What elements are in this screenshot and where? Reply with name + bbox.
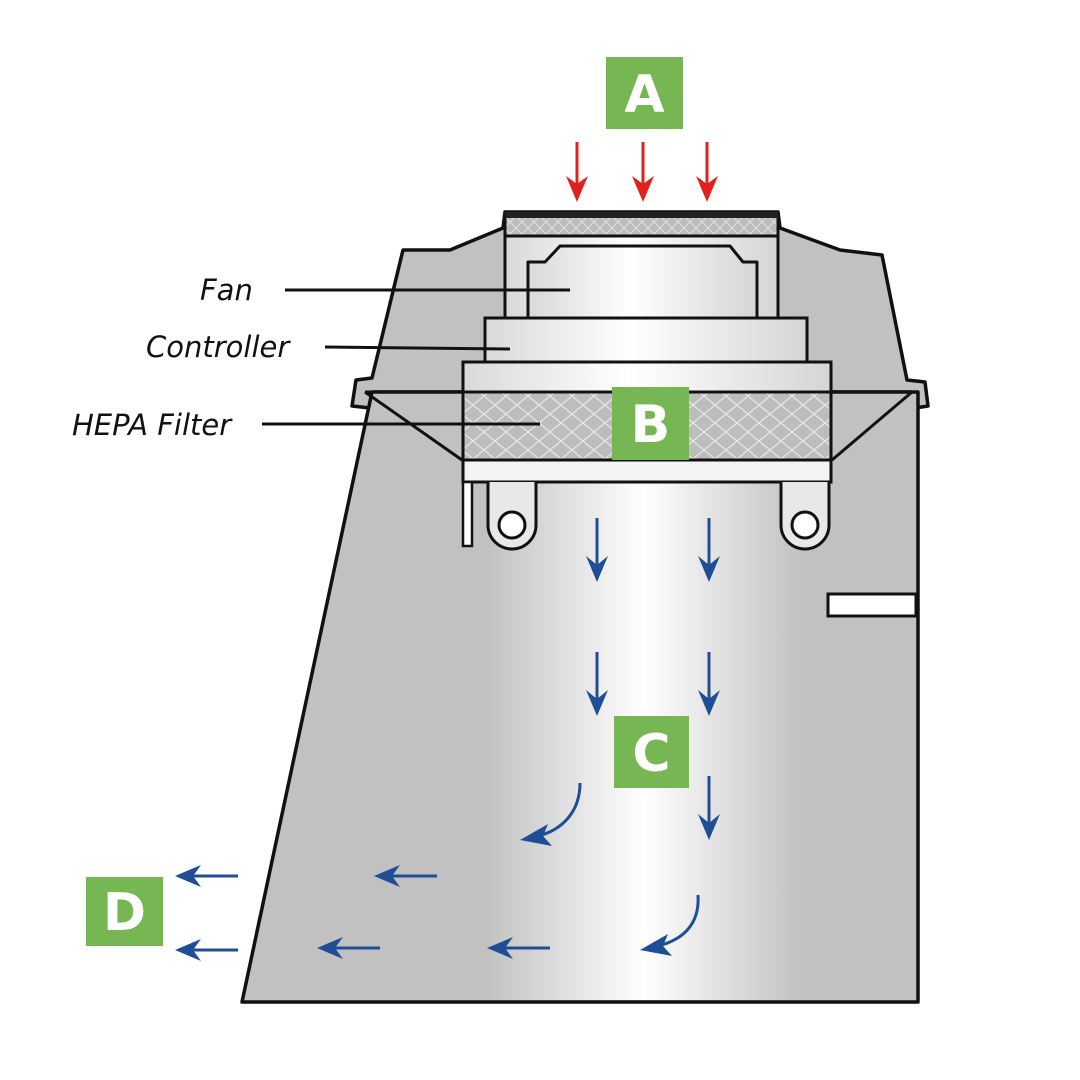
outflow-arrow-1	[374, 865, 437, 887]
inflow-arrows	[566, 142, 718, 202]
side-slot	[826, 592, 918, 618]
badge-b-letter: B	[631, 395, 671, 455]
intake-grille	[503, 210, 780, 238]
inflow-arrow-3	[696, 142, 718, 202]
badge-c-letter: C	[632, 724, 670, 784]
hepa-filter	[461, 360, 833, 484]
downflow-arrow-3	[586, 652, 608, 716]
downflow-arrow-1	[586, 518, 608, 582]
controller-box	[483, 316, 809, 364]
controller-label: Controller	[146, 330, 291, 364]
downflow-arrow-4	[698, 652, 720, 716]
badge-d-letter: D	[103, 883, 146, 943]
badge-d: D	[86, 877, 163, 946]
curved-arrow-1	[520, 782, 582, 846]
hepa-filter-label: HEPA Filter	[72, 408, 233, 442]
outflow-arrow-5	[175, 939, 238, 961]
fan-housing	[503, 234, 780, 320]
downflow-arrow-5	[698, 776, 720, 840]
badge-a-letter: A	[624, 65, 664, 125]
leader-lines	[262, 288, 570, 426]
downflow-arrow-2	[698, 518, 720, 582]
badge-b: B	[612, 387, 689, 460]
badge-c: C	[614, 716, 689, 788]
badge-a: A	[606, 57, 683, 129]
outflow-arrow-2	[175, 865, 238, 887]
controller-leader-line	[324, 345, 511, 351]
curved-arrows	[520, 782, 700, 956]
inflow-arrow-2	[632, 142, 654, 202]
inflow-arrow-1	[566, 142, 588, 202]
outflow-arrow-3	[487, 937, 550, 959]
outflow-arrow-4	[317, 937, 380, 959]
filter-brackets	[364, 390, 913, 462]
curved-arrow-2	[640, 894, 700, 956]
filter-mounts	[461, 480, 831, 551]
downflow-arrows	[586, 518, 720, 840]
outflow-arrows	[175, 865, 550, 961]
fan-label: Fan	[200, 273, 253, 307]
